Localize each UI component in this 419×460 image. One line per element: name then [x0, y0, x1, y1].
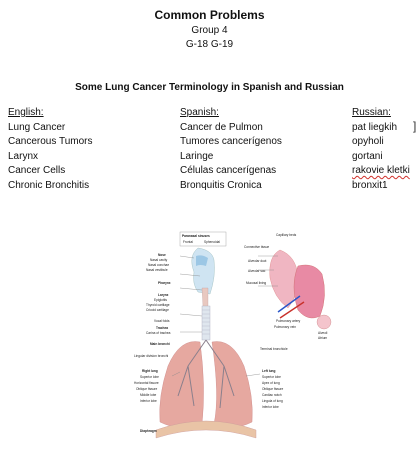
- spanish-term: Bronquitis Cronica: [180, 179, 350, 194]
- document-title: Common Problems: [0, 8, 419, 22]
- label-alveolar-sac: Alveolar sac: [248, 269, 266, 273]
- label-lingular-division-bronchi: Lingular division bronchi: [134, 354, 168, 358]
- russian-column: Russian: pat liegkih opyholi gortani rak…: [352, 106, 418, 193]
- english-term: Cancer Cells: [8, 164, 168, 179]
- spanish-column: Spanish: Cancer de Pulmon Tumores cancer…: [180, 106, 350, 193]
- english-term: Lung Cancer: [8, 121, 168, 136]
- spanish-term: Laringe: [180, 150, 350, 165]
- label-pharynx: Pharynx: [158, 281, 171, 285]
- russian-heading: Russian:: [352, 106, 418, 121]
- label-terminal-bronchiole: Terminal bronchiole: [260, 347, 288, 351]
- label-cricoid-cartilage: Cricoid cartilage: [146, 308, 169, 312]
- label-carina: Carina of trachea: [146, 331, 171, 335]
- label-capillary-beds: Capillary beds: [276, 233, 297, 237]
- label-left-lung: Left lung: [262, 369, 276, 373]
- label-nasal-cavity: Nasal cavity: [150, 258, 168, 262]
- label-alveolar-duct: Alveolar duct: [248, 259, 267, 263]
- russian-term: pat liegkih: [352, 121, 418, 136]
- label-cardiac-notch: Cardiac notch: [262, 393, 282, 397]
- label-l-inferior-lobe: Inferior lobe: [262, 405, 279, 409]
- english-term: Chronic Bronchitis: [8, 179, 168, 194]
- label-diaphragm: Diaphragm: [140, 429, 157, 433]
- label-l-oblique-fissure: Oblique fissure: [262, 387, 283, 391]
- spanish-heading: Spanish:: [180, 106, 350, 121]
- label-epiglottis: Epiglottis: [154, 298, 167, 302]
- label-inferior-lobe: Inferior lobe: [140, 399, 157, 403]
- label-frontal: Frontal: [183, 240, 193, 244]
- label-nasal-vestibule: Nasal vestibule: [146, 268, 168, 272]
- label-trachea: Trachea: [156, 326, 168, 330]
- english-term: Cancerous Tumors: [8, 135, 168, 150]
- russian-term: gortani: [352, 150, 418, 165]
- english-heading: English:: [8, 106, 168, 121]
- russian-term: bronxit1: [352, 179, 418, 194]
- label-horizontal-fissure: Horizontal fissure: [134, 381, 159, 385]
- english-term: Larynx: [8, 150, 168, 165]
- label-nose: Nose: [158, 253, 166, 257]
- label-middle-lobe: Middle lobe: [140, 393, 157, 397]
- label-lingula: Lingula of lung: [262, 399, 283, 403]
- english-column: English: Lung Cancer Cancerous Tumors La…: [8, 106, 168, 193]
- label-connective-tissue: Connective tissue: [244, 245, 269, 249]
- russian-term: rakovie kletki: [352, 164, 418, 179]
- label-atrium: Atrium: [318, 336, 328, 340]
- section-subtitle: Some Lung Cancer Terminology in Spanish …: [0, 82, 419, 93]
- label-vocal-folds: Vocal folds: [154, 319, 170, 323]
- label-nasal-conchae: Nasal conchae: [148, 263, 169, 267]
- russian-term: opyholi: [352, 135, 418, 150]
- label-alveoli: Alveoli: [318, 331, 328, 335]
- label-paranasal-sinuses: Paranasal sinuses: [182, 234, 210, 238]
- label-larynx: Larynx: [158, 293, 169, 297]
- label-apex-of-lung: Apex of lung: [262, 381, 280, 385]
- label-pulmonary-vein: Pulmonary vein: [274, 325, 296, 329]
- label-pulmonary-artery: Pulmonary artery: [276, 319, 301, 323]
- spanish-term: Cancer de Pulmon: [180, 121, 350, 136]
- cursor-bracket-icon: ]: [413, 119, 416, 133]
- label-sphenoidal: Sphenoidal: [204, 240, 220, 244]
- label-oblique-fissure: Oblique fissure: [136, 387, 157, 391]
- spanish-term: Células cancerígenas: [180, 164, 350, 179]
- label-right-lung: Right lung: [142, 369, 158, 373]
- label-l-superior-lobe: Superior lobe: [262, 375, 281, 379]
- label-mucosal-lining: Mucosal lining: [246, 281, 266, 285]
- label-thyroid-cartilage: Thyroid cartilage: [146, 303, 170, 307]
- respiratory-system-diagram: Paranasal sinuses Frontal Sphenoidal Nos…: [128, 226, 419, 460]
- spanish-term: Tumores cancerígenos: [180, 135, 350, 150]
- group-codes: G-18 G-19: [0, 39, 419, 50]
- label-superior-lobe: Superior lobe: [140, 375, 159, 379]
- group-label: Group 4: [0, 25, 419, 36]
- label-main-bronchi: Main bronchi: [150, 342, 170, 346]
